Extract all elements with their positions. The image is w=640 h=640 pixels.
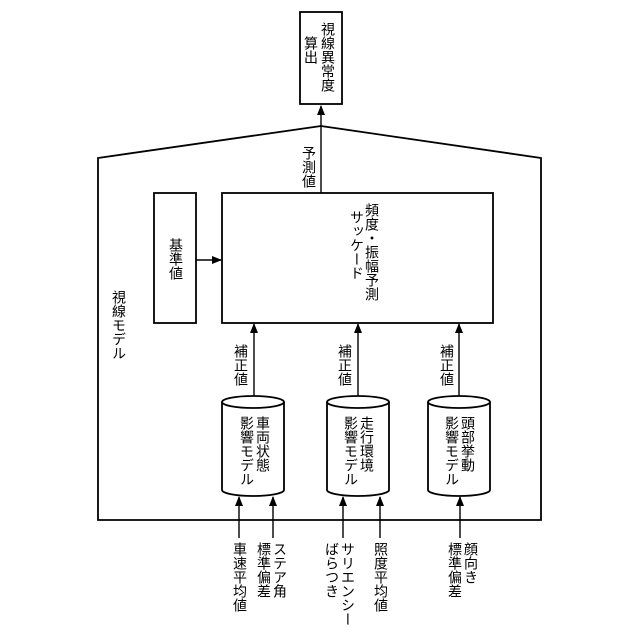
input-label-face-1: 顔向き xyxy=(462,542,478,584)
model-label: 視線モデル xyxy=(110,290,126,360)
output-box-line1: 視線異常度 xyxy=(319,22,335,92)
correction-label-2: 補正値 xyxy=(336,344,352,386)
driving-environment-line1: 走行環境 xyxy=(358,416,374,473)
correction-label-3: 補正値 xyxy=(438,344,454,386)
input-label-steering-1: ステア角 xyxy=(271,542,287,599)
vehicle-state-line1: 車両状態 xyxy=(254,415,270,472)
driving-environment-line2: 影響モデル xyxy=(342,416,358,486)
head-motion-line1: 頭部挙動 xyxy=(459,416,475,473)
input-label-saliency-1: サリエンシー xyxy=(339,542,355,626)
input-label-face-2: 標準偏差 xyxy=(446,542,462,598)
input-label-speed: 車速平均値 xyxy=(231,541,247,612)
output-box-line2: 算出 xyxy=(302,36,318,64)
saccade-box-line1: サッケード xyxy=(348,210,364,280)
correction-label-1: 補正値 xyxy=(232,344,248,386)
reference-box-label: 基準値 xyxy=(167,237,183,280)
vehicle-state-line2: 影響モデル xyxy=(238,416,254,486)
prediction-label: 予測値 xyxy=(300,146,316,188)
saccade-box-line2: 頻度・振幅予測 xyxy=(363,203,379,302)
input-label-steering-2: 標準偏差 xyxy=(255,542,271,598)
input-label-illuminance: 照度平均値 xyxy=(372,542,388,612)
input-label-saliency-2: ばらつき xyxy=(323,542,339,598)
head-motion-line2: 影響モデル xyxy=(443,416,459,486)
